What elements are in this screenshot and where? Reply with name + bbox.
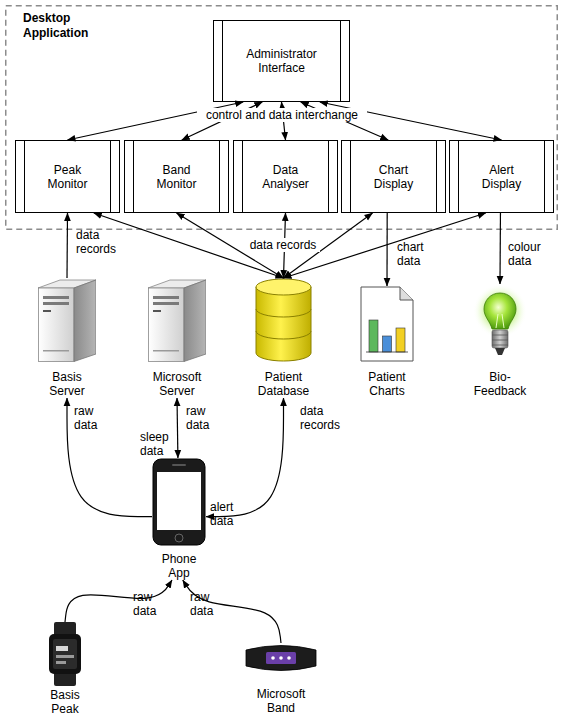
process-bar xyxy=(110,141,111,212)
process-bar xyxy=(436,141,437,212)
module-box: Alert Display xyxy=(449,140,554,213)
flow-label: sleep data xyxy=(140,430,174,458)
server-icon xyxy=(38,280,96,362)
band-icon xyxy=(246,646,316,671)
data-flow-arrow xyxy=(320,102,502,140)
flow-label: control and data interchange xyxy=(197,108,367,122)
module-box: Band Monitor xyxy=(124,140,229,213)
phone-node: Phone App xyxy=(152,458,206,580)
data-flow-arrow xyxy=(282,102,286,140)
database-icon xyxy=(255,278,312,362)
process-bar xyxy=(219,141,220,212)
flow-label: raw data xyxy=(186,404,216,432)
data-flow-arrow xyxy=(65,580,172,622)
module-box: Data Analyser xyxy=(233,140,338,213)
bulb-icon xyxy=(473,284,527,362)
flow-label: chart data xyxy=(397,240,433,268)
data-flow-arrow xyxy=(206,398,284,517)
data-flow-arrow xyxy=(284,213,286,278)
group-title: Desktop Application xyxy=(23,11,103,41)
band-icon xyxy=(244,643,318,673)
chart-node: Patient Charts xyxy=(360,286,414,398)
data-flow-arrow xyxy=(284,213,373,278)
data-flow-arrow xyxy=(183,580,281,643)
dashed-outline xyxy=(6,6,558,230)
phone-icon xyxy=(153,459,205,545)
flow-label: colour data xyxy=(508,240,550,268)
module-box: Administrator Interface xyxy=(213,20,350,102)
data-flow-arrow xyxy=(182,102,263,140)
server-icon xyxy=(38,278,96,362)
process-bar xyxy=(222,21,223,101)
process-bar xyxy=(350,141,351,212)
node-caption: Phone App xyxy=(158,552,200,580)
data-flow-arrow xyxy=(177,213,284,278)
node-caption: Patient Charts xyxy=(362,370,412,398)
connector-group xyxy=(65,102,502,643)
node-caption: Bio- Feedback xyxy=(469,370,531,398)
process-bar xyxy=(458,141,459,212)
module-label: Data Analyser xyxy=(255,163,317,191)
server-node: Microsoft Server xyxy=(148,278,206,398)
flow-label: raw data xyxy=(190,590,220,618)
node-caption: Microsoft Server xyxy=(146,370,208,398)
process-bar xyxy=(133,141,134,212)
data-flow-arrow xyxy=(68,102,244,140)
data-flow-arrow xyxy=(66,213,68,278)
document-icon xyxy=(361,287,413,361)
data-flow-arrow xyxy=(386,213,387,286)
flow-label: raw data xyxy=(74,404,104,432)
watch-icon xyxy=(49,622,81,686)
server-node: Basis Server xyxy=(38,278,96,398)
module-label: Chart Display xyxy=(363,163,425,191)
document-icon xyxy=(360,286,414,362)
flow-label: data records xyxy=(300,404,348,432)
module-box: Peak Monitor xyxy=(15,140,120,213)
phone-icon xyxy=(152,458,206,546)
data-flow-arrow xyxy=(301,102,389,140)
module-label: Administrator Interface xyxy=(240,47,324,75)
data-flow-arrow xyxy=(67,398,152,517)
process-bar xyxy=(328,141,329,212)
database-node: Patient Database xyxy=(255,278,312,398)
flow-label: data records xyxy=(76,228,124,256)
flow-label: raw data xyxy=(133,590,163,618)
flow-label: data records xyxy=(246,238,320,252)
data-flow-arrow xyxy=(499,213,501,284)
server-icon xyxy=(148,278,206,362)
watch-node: Basis Peak xyxy=(48,622,82,716)
node-caption: Microsoft Band xyxy=(250,687,312,715)
watch-icon xyxy=(48,622,82,686)
process-bar xyxy=(544,141,545,212)
module-label: Alert Display xyxy=(471,163,533,191)
process-bar xyxy=(24,141,25,212)
application-boundary: Desktop ApplicationAdministrator Interfa… xyxy=(5,5,558,230)
node-caption: Basis Peak xyxy=(45,688,85,716)
module-box: Chart Display xyxy=(341,140,446,213)
process-bar xyxy=(340,21,341,101)
bulb-icon xyxy=(473,284,527,355)
band-node: Microsoft Band xyxy=(244,643,318,715)
data-flow-arrow xyxy=(176,398,178,458)
server-icon xyxy=(148,280,206,362)
module-label: Peak Monitor xyxy=(37,163,99,191)
flow-label: alert data xyxy=(210,500,244,528)
data-flow-arrow xyxy=(94,213,284,278)
node-caption: Basis Server xyxy=(42,370,92,398)
bulb-node: Bio- Feedback xyxy=(473,284,527,398)
database-icon xyxy=(256,279,311,361)
data-flow-arrow xyxy=(284,213,486,278)
process-bar xyxy=(242,141,243,212)
module-label: Band Monitor xyxy=(146,163,208,191)
node-caption: Patient Database xyxy=(253,370,315,398)
